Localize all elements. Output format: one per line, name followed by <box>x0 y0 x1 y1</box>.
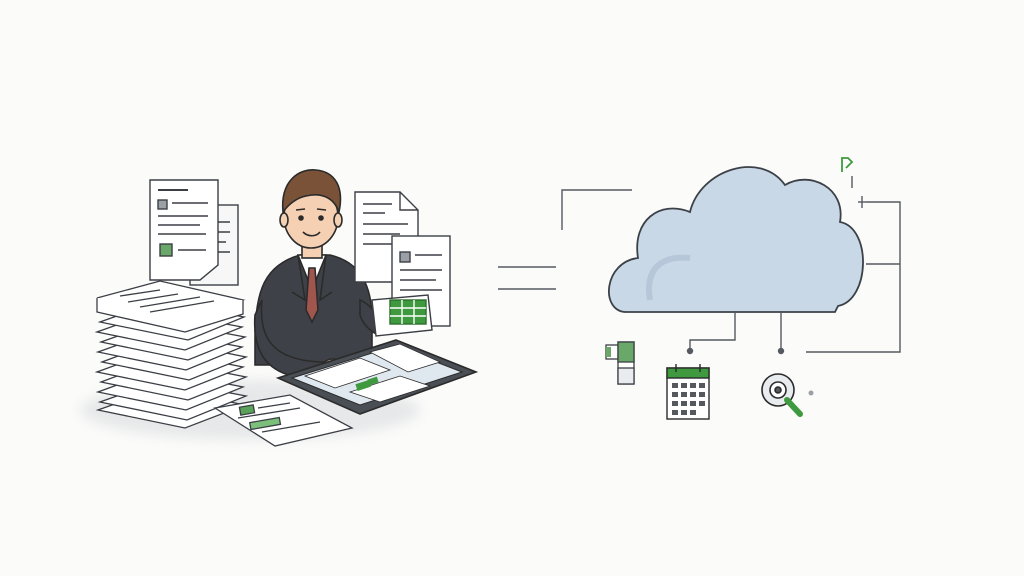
paper-stack-icon <box>94 280 249 429</box>
cloud-connectors <box>686 176 901 355</box>
document-icon <box>354 191 451 327</box>
tag-icon <box>841 157 854 172</box>
cloud-icon <box>608 166 864 313</box>
archive-icon <box>605 341 635 385</box>
spreadsheet-icon <box>371 294 433 337</box>
tablet-icon <box>275 339 479 415</box>
connector-lines <box>498 189 632 290</box>
magnifier-icon <box>761 373 814 417</box>
document-icon <box>149 179 239 286</box>
businessman-icon <box>253 169 394 379</box>
loose-document-icon <box>213 394 354 447</box>
calendar-icon <box>666 364 710 420</box>
